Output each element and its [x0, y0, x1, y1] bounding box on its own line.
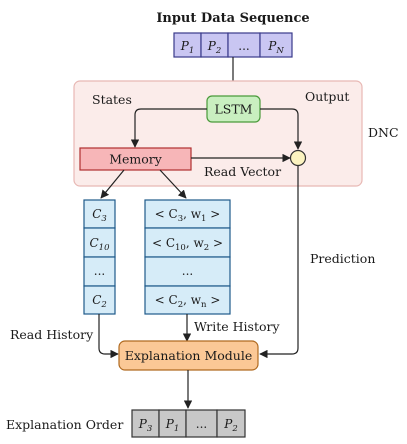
arrow-lstm-to-output	[260, 108, 303, 150]
write-history-column: < C3, w1 > < C10, w2 > ... < C2, wn >	[144, 199, 231, 315]
input-cell-label: P2	[207, 39, 222, 56]
memory-label: Memory	[109, 152, 163, 167]
order-cell-label: P2	[223, 417, 238, 434]
read-vector-label: Read Vector	[204, 164, 281, 179]
write-history-cell	[144, 199, 231, 229]
dnc-label: DNC	[368, 125, 399, 140]
read-history-cell-label: C10	[89, 236, 110, 253]
order-cell	[131, 409, 160, 438]
order-cell	[216, 409, 246, 438]
read-history-label: Read History	[10, 327, 94, 342]
lstm-label: LSTM	[214, 102, 252, 117]
write-history-cell	[144, 256, 231, 287]
input-cell	[200, 32, 229, 58]
explanation-module-label: Explanation Module	[125, 348, 252, 363]
read-history-cell	[83, 285, 116, 315]
read-history-cell-label: C3	[92, 207, 107, 224]
states-label: States	[92, 92, 132, 107]
write-history-cell	[144, 227, 231, 258]
arrow-read-history-to-module	[98, 314, 119, 359]
read-history-cell	[83, 256, 116, 287]
read-history-cell	[83, 199, 116, 229]
order-cell	[158, 409, 187, 438]
arrow-memory-to-write-history	[159, 169, 187, 199]
read-history-cell-label: C2	[92, 293, 107, 310]
memory-box	[79, 147, 192, 171]
input-cell-label: P1	[180, 39, 195, 56]
write-history-cell-label: < C2, wn >	[155, 293, 221, 310]
write-history-label: Write History	[194, 319, 280, 334]
input-cell	[173, 32, 202, 58]
arrow-memory-to-read-history	[100, 169, 125, 199]
order-cell-label: P3	[138, 417, 153, 434]
output-label: Output	[305, 89, 349, 104]
read-history-column: C3 C10 ... C2	[83, 199, 116, 315]
input-cell	[227, 32, 261, 58]
input-sequence: P1 P2 ... PN	[173, 32, 293, 58]
write-history-cell-label: ...	[182, 264, 193, 278]
explanation-order-label: Explanation Order	[6, 417, 123, 432]
arrow-prediction-to-module	[259, 166, 299, 359]
explanation-order: P3 P1 ... P2	[131, 409, 246, 438]
order-cell	[185, 409, 218, 438]
input-cell-label: ...	[238, 39, 249, 53]
output-node	[289, 149, 307, 167]
prediction-label: Prediction	[310, 251, 375, 266]
write-history-cell-label: < C3, w1 >	[155, 207, 221, 224]
read-history-cell-label: ...	[94, 264, 105, 278]
input-cell-label: PN	[267, 39, 284, 56]
order-cell-label: ...	[196, 417, 207, 431]
read-history-cell	[83, 227, 116, 258]
order-cell-label: P1	[165, 417, 180, 434]
input-sequence-title: Input Data Sequence	[156, 11, 309, 26]
write-history-cell-label: < C10, w2 >	[152, 236, 223, 253]
write-history-cell	[144, 285, 231, 315]
arrow-lstm-to-memory	[130, 108, 207, 148]
input-cell	[259, 32, 293, 58]
